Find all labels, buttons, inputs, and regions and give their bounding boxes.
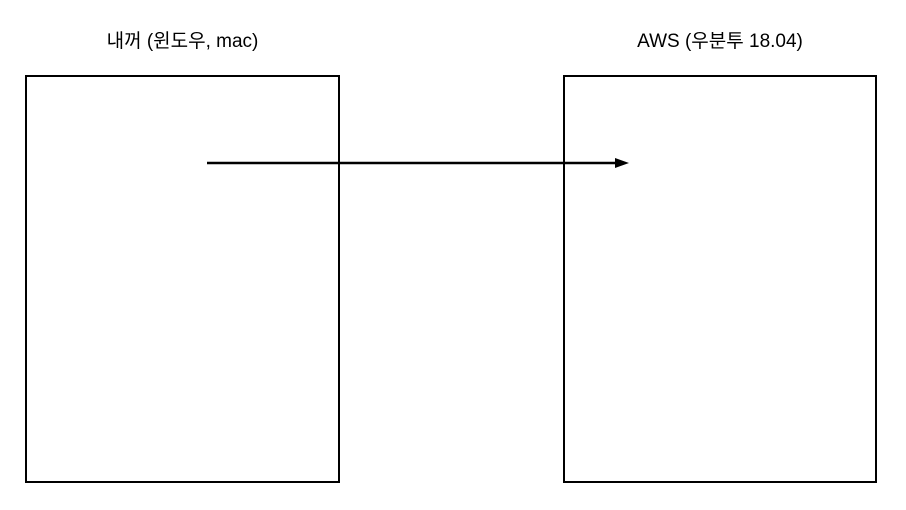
left-node-box (25, 75, 340, 483)
right-node-title: AWS (우분투 18.04) (637, 31, 803, 52)
left-node-title: 내꺼 (윈도우, mac) (106, 31, 259, 52)
right-node-box (563, 75, 877, 483)
